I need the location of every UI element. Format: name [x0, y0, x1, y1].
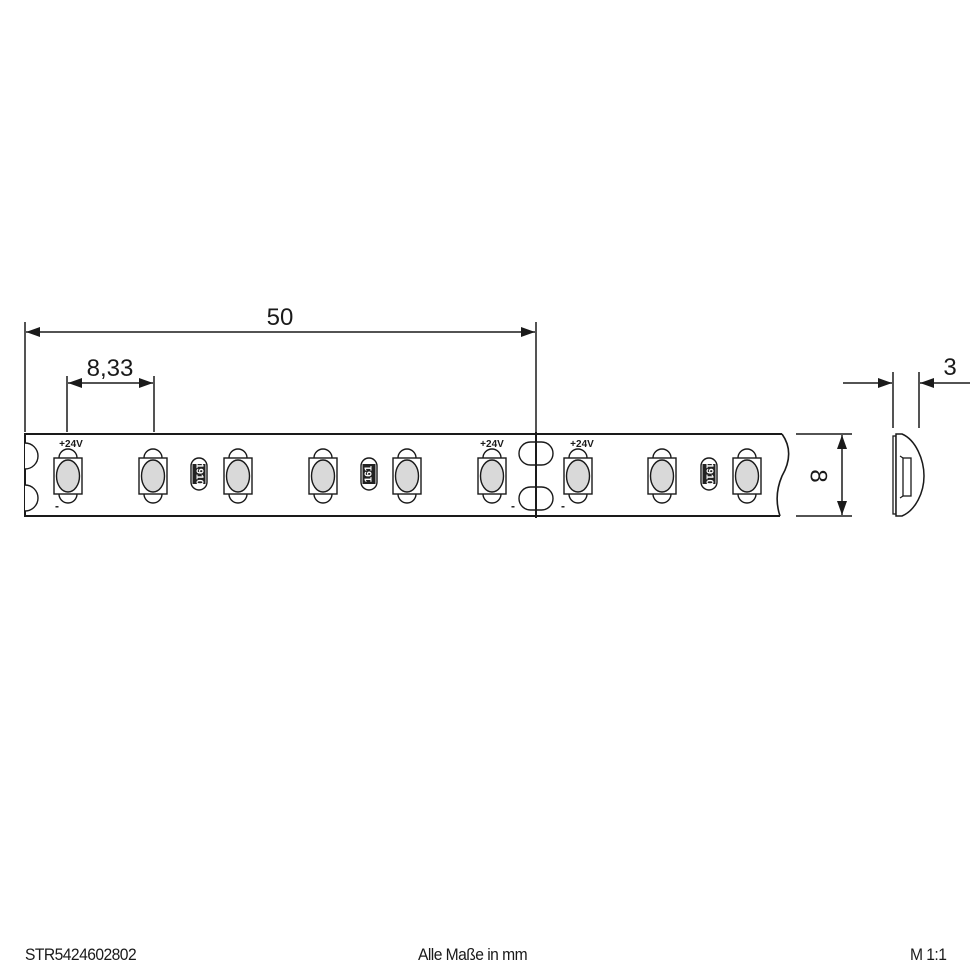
dimension-3: 3: [843, 354, 970, 428]
resistor: 1910: [700, 457, 718, 491]
units-note: Alle Maße in mm: [418, 945, 528, 964]
dimension-3-label: 3: [943, 354, 956, 381]
dimension-8-label: 8: [805, 469, 832, 482]
minus-label: -: [561, 499, 565, 513]
led-chip: [647, 448, 677, 504]
dimension-50-label: 50: [267, 304, 294, 331]
resistor: 1910: [190, 457, 208, 491]
plus-24v-label: +24V: [570, 439, 594, 450]
led-chip: [563, 448, 593, 504]
led-chip: [308, 448, 338, 504]
article-number: STR5424602802: [25, 945, 137, 964]
strip-side-profile: [892, 433, 925, 517]
minus-label: -: [511, 499, 515, 513]
led-chip: [732, 448, 762, 504]
led-chip: [477, 448, 507, 504]
dimension-50: 50: [24, 304, 537, 432]
led-chip: [138, 448, 168, 504]
scale-label: M 1:1: [910, 945, 947, 964]
svg-text:161: 161: [364, 465, 375, 482]
minus-label: -: [55, 499, 59, 513]
led-chip: [53, 448, 83, 504]
svg-text:1910: 1910: [704, 463, 715, 486]
plus-24v-label: +24V: [59, 439, 83, 450]
svg-text:1910: 1910: [194, 463, 205, 486]
led-chip: [392, 448, 422, 504]
led-chip: [223, 448, 253, 504]
led-strip: 1910 161 1910 +24V +24V +24V - - -: [24, 432, 790, 518]
resistor: 161: [360, 457, 378, 491]
plus-24v-label: +24V: [480, 439, 504, 450]
dimension-8: 8: [796, 433, 852, 517]
dimension-8-33-label: 8,33: [87, 355, 134, 382]
dimension-8-33: 8,33: [66, 355, 155, 432]
